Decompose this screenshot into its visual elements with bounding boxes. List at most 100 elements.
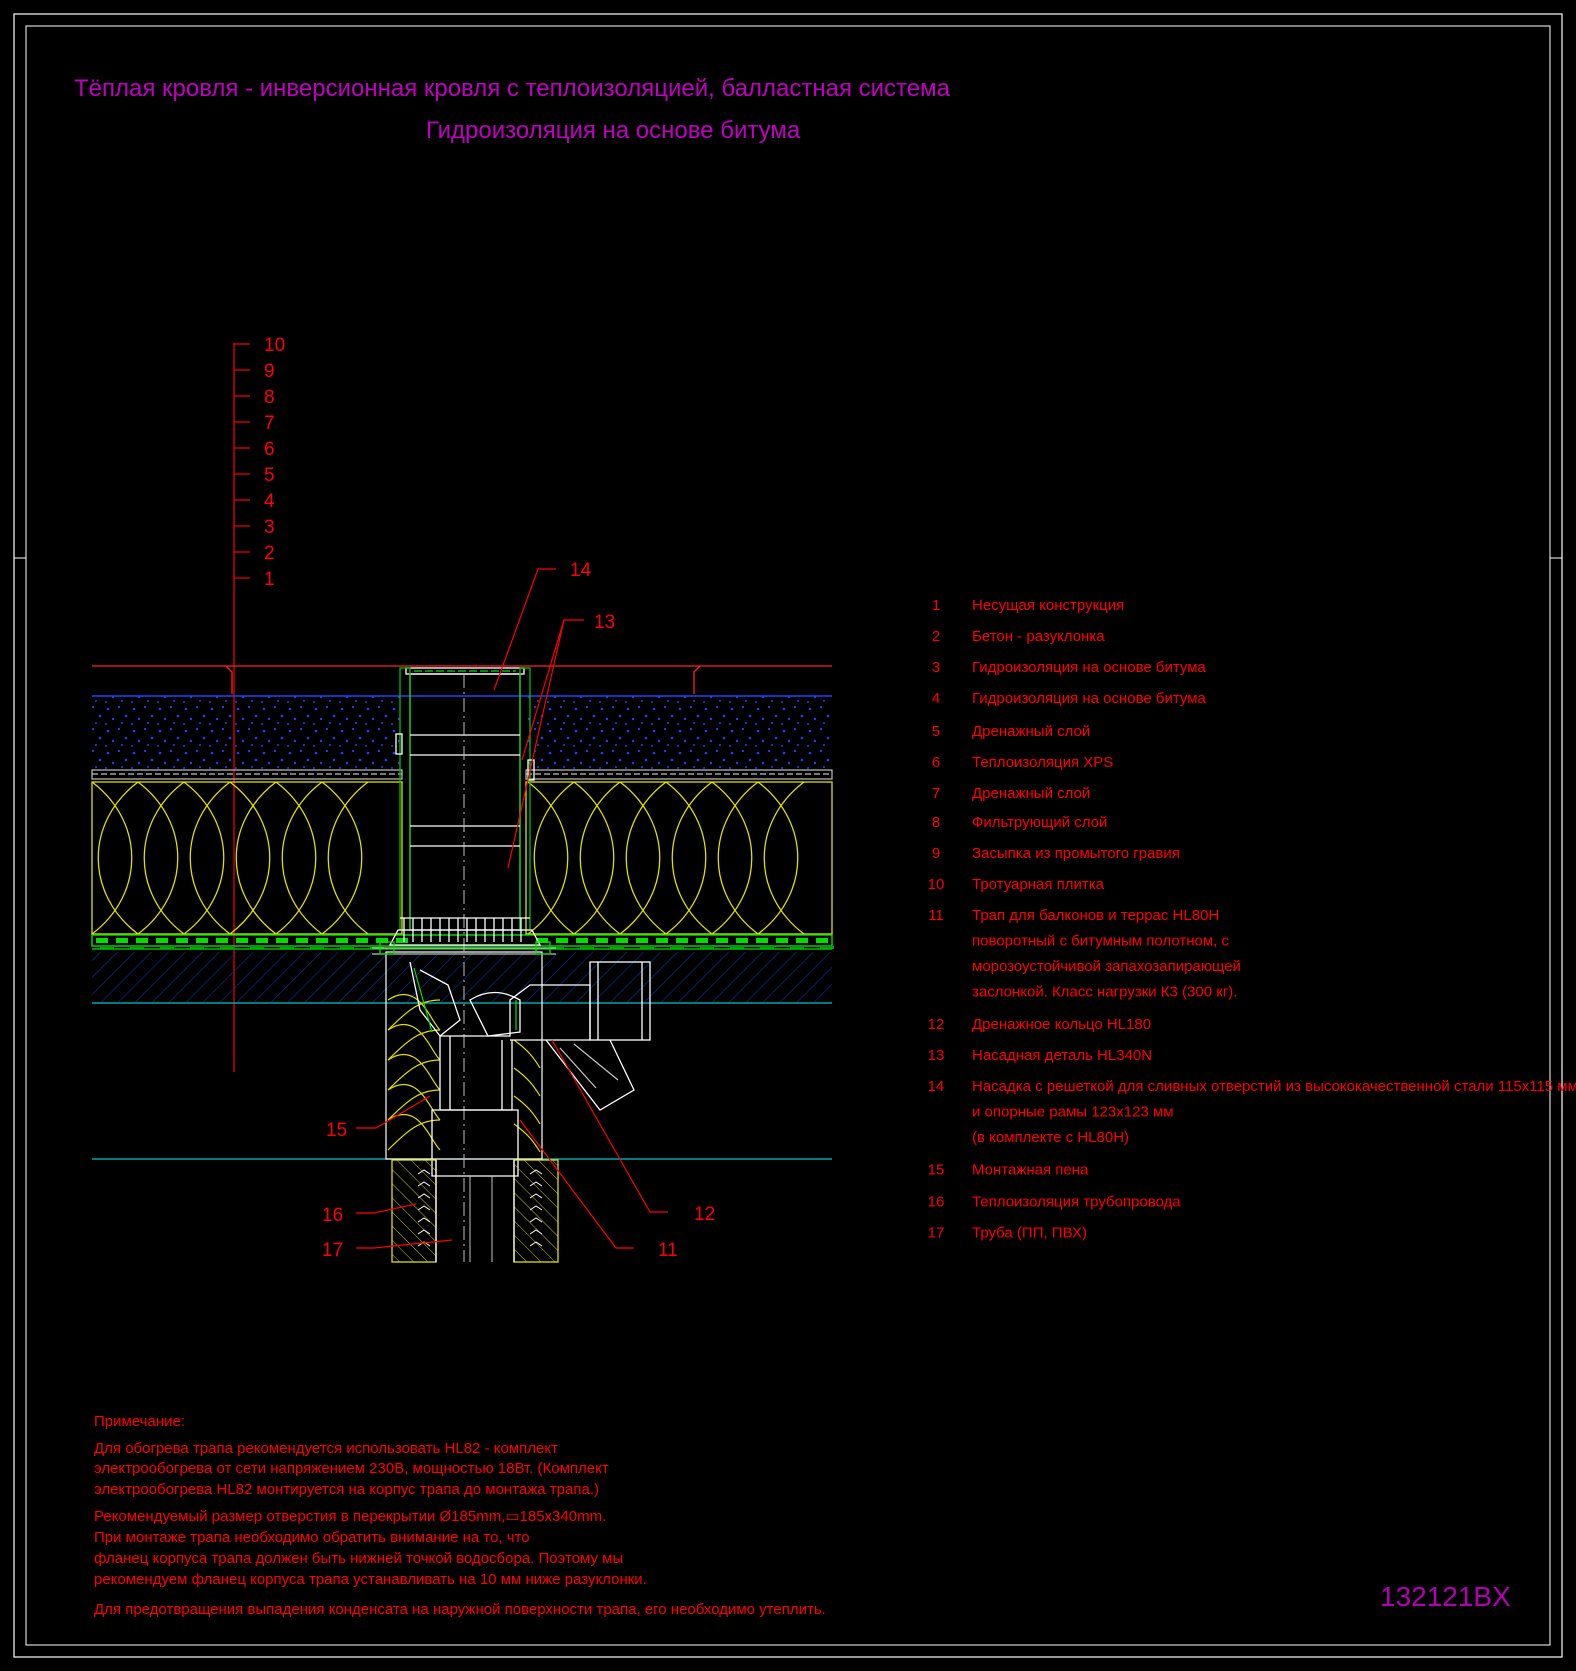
legend-item-number: 13 (928, 1047, 945, 1064)
legend-item: 6 Теплоизоляция XPS (932, 754, 1113, 771)
legend-item: 10 Тротуарная плитка (928, 876, 1105, 893)
notes-line: электрообогрева HL82 монтируется на корп… (94, 1481, 599, 1498)
legend-item-number: 10 (928, 876, 945, 893)
waterproofing-membrane-layer (91, 934, 834, 950)
legend-item-text: Несущая конструкция (972, 597, 1124, 614)
legend-item-number: 15 (928, 1162, 945, 1179)
leader-16 (356, 1203, 417, 1214)
callout-12: 12 (694, 1204, 715, 1225)
callout-15: 15 (326, 1120, 347, 1141)
layer-scale-label: 6 (264, 439, 275, 460)
callout-11: 11 (658, 1240, 678, 1261)
layer-scale-label: 2 (264, 543, 275, 564)
legend-item: 11 Трап для балконов и террас HL80H поворо… (928, 907, 1241, 1001)
legend-item: 9 Засыпка из промытого гравия (932, 845, 1180, 862)
legend-item: 3 Гидроизоляция на основе битума (932, 659, 1207, 676)
legend-item-number: 9 (932, 845, 940, 862)
layer-scale-label: 7 (264, 413, 275, 434)
legend-item-text: Насадная деталь HL340N (972, 1047, 1152, 1064)
layer-scale-label: 3 (264, 517, 275, 538)
notes-line: фланец корпуса трапа должен быть нижней … (94, 1550, 623, 1567)
legend-item-number: 14 (928, 1078, 945, 1095)
notes-line: При монтаже трапа необходимо обратить вн… (94, 1529, 530, 1546)
paving-slabs-layer (92, 665, 832, 694)
legend-item: 8 Фильтрующий слой (932, 814, 1108, 831)
legend-item-number: 11 (928, 907, 944, 924)
legend-item-number: 1 (932, 597, 940, 614)
filter-drainage-layer (91, 769, 833, 780)
legend-item-number: 6 (932, 754, 940, 771)
drain-body-membrane-overlap (413, 967, 517, 1033)
pipe-insulation (391, 1159, 559, 1263)
legend-item-text: Дренажный слой (972, 785, 1090, 802)
legend-item-text: Гидроизоляция на основе битума (972, 659, 1207, 676)
notes-line: Для предотвращения выпадения конденсата … (94, 1601, 826, 1618)
legend-item-text: Засыпка из промытого гравия (972, 845, 1180, 862)
notes-line: рекомендуем фланец корпуса трапа устанав… (94, 1571, 647, 1588)
legend-item: 13 Насадная деталь HL340N (928, 1047, 1152, 1064)
leader-11 (519, 1119, 634, 1249)
legend-item-text: Дренажный слой (972, 723, 1090, 740)
notes-heading: Примечание: (94, 1413, 185, 1430)
drawing-title: Тёплая кровля - инверсионная кровля с те… (74, 75, 951, 102)
legend-item-text: Гидроизоляция на основе битума (972, 690, 1207, 707)
leader-15 (356, 1095, 431, 1129)
callout-17: 17 (322, 1240, 343, 1261)
legend-item-number: 7 (932, 785, 940, 802)
legend-item-text: Теплоизоляция трубопровода (972, 1194, 1181, 1211)
legend-item: 5 Дренажный слой (932, 723, 1090, 740)
callout-16: 16 (322, 1205, 343, 1226)
mounting-foam (387, 993, 541, 1153)
gravel-layer-right (526, 696, 832, 770)
legend-item: 7 Дренажный слой (932, 785, 1090, 802)
legend-item-text: Бетон - разуклонка (972, 628, 1105, 645)
legend-item-number: 5 (932, 723, 940, 740)
concrete-slope-layer (92, 952, 832, 1002)
legend-item-text: заслонкой. Класс нагрузки К3 (300 кг). (972, 984, 1237, 1001)
legend-item-text: Дренажное кольцо HL180 (972, 1016, 1151, 1033)
layer-scale-label: 10 (264, 335, 285, 356)
layer-scale-label: 4 (264, 491, 275, 512)
legend-item-number: 3 (932, 659, 940, 676)
leader-13b (507, 619, 565, 869)
legend-item-text: Монтажная пена (972, 1162, 1089, 1179)
leader-17 (356, 1239, 453, 1249)
roof-section (91, 665, 834, 1160)
drain-pipe (435, 1160, 515, 1262)
drawing-code: 132121BX (1380, 1581, 1511, 1612)
layer-scale-label: 8 (264, 387, 275, 408)
leader-12 (551, 1039, 668, 1213)
legend-item: 15 Монтажная пена (928, 1162, 1089, 1179)
legend-item-number: 12 (928, 1016, 945, 1033)
legend-item-text: Теплоизоляция XPS (972, 754, 1113, 771)
legend-item-text: Фильтрующий слой (972, 814, 1107, 831)
legend-item-text: Тротуарная плитка (972, 876, 1105, 893)
legend-item-number: 8 (932, 814, 940, 831)
legend-item: 1 Несущая конструкция (932, 597, 1124, 614)
legend-item-text: Труба (ПП, ПВХ) (972, 1225, 1087, 1242)
notes-line: Для обогрева трапа рекомендуется использ… (94, 1440, 558, 1457)
legend-item-text: Трап для балконов и террас HL80H (972, 907, 1219, 924)
legend-item: 4 Гидроизоляция на основе битума (932, 690, 1207, 707)
legend-item-text: Насадка с решеткой для сливных отверстий… (972, 1078, 1576, 1095)
legend-item-text: (в комплекте с HL80H) (972, 1129, 1129, 1146)
drawing-subtitle: Гидроизоляция на основе битума (426, 117, 801, 144)
legend-item-text: поворотный с битумным полотном, с (972, 933, 1230, 950)
xps-insulation-layer (91, 781, 833, 935)
gravel-layer-left (92, 696, 402, 770)
legend-item-number: 16 (928, 1194, 945, 1211)
layer-scale-label: 5 (264, 465, 275, 486)
notes: Примечание: Для обогрева трапа рекоменду… (94, 1413, 826, 1618)
drain-extension-pipe (395, 667, 535, 1262)
drawing-frame (13, 13, 1563, 1658)
legend-item-text: и опорные рамы 123x123 мм (972, 1104, 1174, 1121)
notes-line: Рекомендуемый размер отверстия в перекры… (94, 1508, 606, 1525)
legend-item: 14 Насадка с решеткой для сливных отверст… (928, 1078, 1576, 1146)
layer-scale-label: 1 (264, 569, 275, 590)
legend-item-number: 4 (932, 690, 940, 707)
legend-item: 12 Дренажное кольцо HL180 (928, 1016, 1151, 1033)
roof-drain-assembly (372, 667, 651, 1263)
